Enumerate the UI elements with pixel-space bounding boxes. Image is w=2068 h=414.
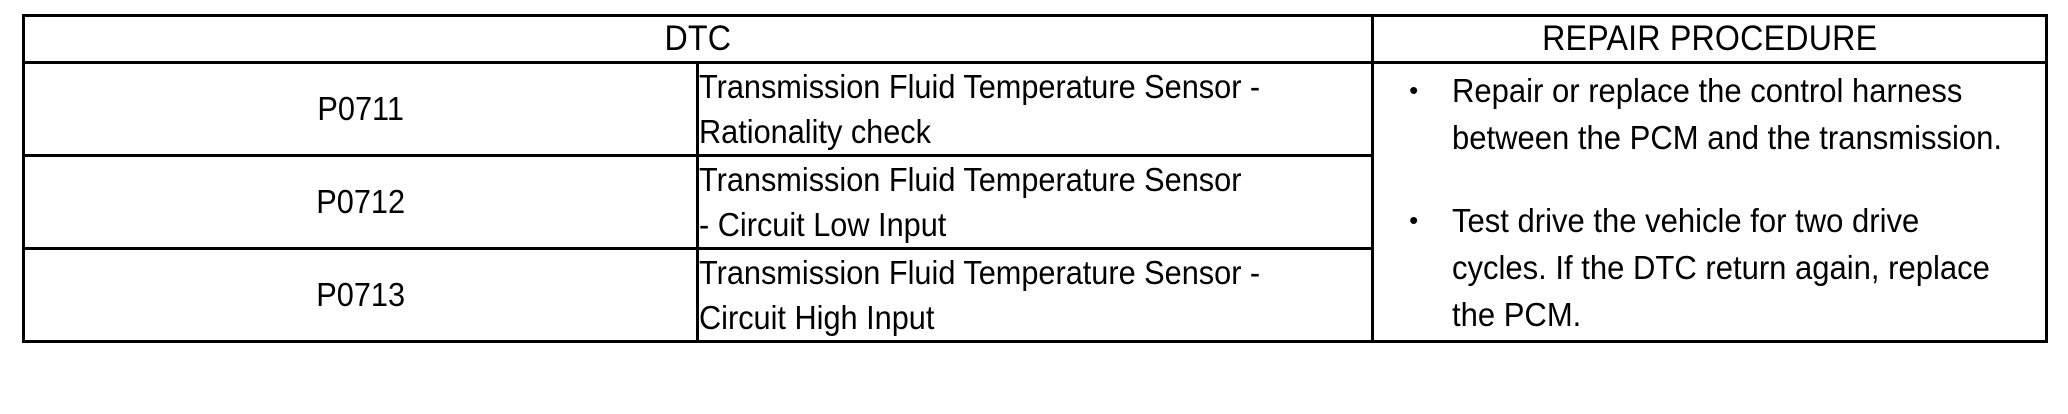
repair-procedure-line: cycles. If the DTC return again, replace <box>1451 248 1990 286</box>
dtc-description-line: Transmission Fluid Temperature Sensor <box>699 161 1242 198</box>
dtc-code-p0713: P0713 <box>316 276 406 313</box>
dtc-description-line: Circuit High Input <box>699 299 935 336</box>
repair-procedure-list: • Repair or replace the control harness … <box>1374 67 2045 338</box>
repair-procedure-line: between the PCM and the transmission. <box>1451 118 2002 156</box>
dtc-description-p0711: Transmission Fluid Temperature Sensor - … <box>699 64 1323 154</box>
dtc-description-line: Rationality check <box>699 113 932 150</box>
dtc-description-cell: Transmission Fluid Temperature Sensor - … <box>696 154 1374 250</box>
dtc-code-cell: P0711 <box>21 61 700 157</box>
table-row: P0712 Transmission Fluid Temperature Sen… <box>21 154 2047 250</box>
repair-procedure-item-1: Repair or replace the control harness be… <box>1440 67 2045 161</box>
column-header-dtc: DTC <box>22 14 1374 64</box>
dtc-description-p0713: Transmission Fluid Temperature Sensor - … <box>699 250 1323 340</box>
dtc-code-cell: P0712 <box>21 154 700 250</box>
column-header-dtc-label: DTC <box>664 19 732 58</box>
repair-procedure-item-2-body: Test drive the vehicle for two drive cyc… <box>1452 197 2010 338</box>
table-header-row: DTC REPAIR PROCEDURE <box>22 14 2049 64</box>
dtc-code-p0712: P0712 <box>316 183 406 220</box>
dtc-repair-table: DTC REPAIR PROCEDURE P0711 Transmission … <box>21 14 2049 343</box>
list-item: • Repair or replace the control harness … <box>1374 67 2045 161</box>
column-header-repair-procedure-label: REPAIR PROCEDURE <box>1541 19 1877 58</box>
repair-procedure-item-2: Test drive the vehicle for two drive cyc… <box>1440 197 2045 338</box>
list-spacer <box>1374 161 2045 197</box>
bullet-icon: • <box>1409 204 1419 235</box>
repair-procedure-item-1-body: Repair or replace the control harness be… <box>1452 67 2010 161</box>
table-row: P0713 Transmission Fluid Temperature Sen… <box>21 247 2047 343</box>
dtc-description-cell: Transmission Fluid Temperature Sensor - … <box>696 247 1374 343</box>
table-row: P0711 Transmission Fluid Temperature Sen… <box>21 61 2049 343</box>
repair-procedure-cell: • Repair or replace the control harness … <box>1370 61 2049 343</box>
list-item: • Test drive the vehicle for two drive c… <box>1374 197 2045 338</box>
dtc-code-p0711: P0711 <box>317 90 404 127</box>
repair-procedure-line: Test drive the vehicle for two drive <box>1451 201 1919 239</box>
repair-procedure-line: Repair or replace the control harness <box>1451 71 1963 109</box>
dtc-description-p0712: Transmission Fluid Temperature Sensor - … <box>699 157 1323 247</box>
dtc-description-cell: Transmission Fluid Temperature Sensor - … <box>696 61 1374 157</box>
bullet-icon: • <box>1409 74 1419 105</box>
dtc-description-line: - Circuit Low Input <box>699 206 947 243</box>
dtc-description-line: Transmission Fluid Temperature Sensor - <box>699 68 1261 105</box>
dtc-description-line: Transmission Fluid Temperature Sensor - <box>699 254 1261 291</box>
repair-procedure-line: the PCM. <box>1451 295 1581 333</box>
dtc-code-cell: P0713 <box>21 247 700 343</box>
column-header-repair-procedure: REPAIR PROCEDURE <box>1370 14 2049 64</box>
